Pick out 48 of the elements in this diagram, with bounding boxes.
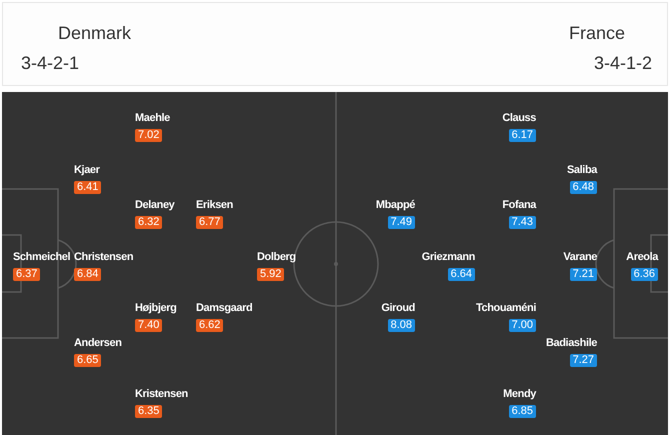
rating-badge: 6.62 bbox=[196, 319, 224, 332]
rating-badge: 5.92 bbox=[257, 268, 284, 281]
player-name: Dolberg bbox=[257, 250, 296, 264]
rating-badge: 6.48 bbox=[570, 181, 597, 194]
player-name: Mendy bbox=[503, 387, 536, 401]
player-name: Delaney bbox=[135, 198, 174, 212]
player-name: Tchouaméni bbox=[476, 301, 536, 315]
player-name: Saliba bbox=[566, 163, 597, 177]
rating-badge: 6.36 bbox=[630, 268, 658, 281]
player-name: Kjaer bbox=[74, 163, 100, 177]
rating-badge: 8.08 bbox=[388, 319, 415, 332]
rating-badge: 7.27 bbox=[570, 354, 597, 367]
team-name: France bbox=[568, 22, 625, 44]
player-name: Christensen bbox=[74, 250, 134, 264]
rating-badge: 6.85 bbox=[508, 405, 536, 418]
player-name: Areola bbox=[626, 250, 658, 264]
rating-badge: 6.37 bbox=[13, 268, 40, 281]
formation: 3-4-2-1 bbox=[21, 52, 80, 74]
rating-badge: 6.65 bbox=[74, 354, 102, 367]
rating-badge: 7.21 bbox=[570, 268, 597, 281]
rating-badge: 7.02 bbox=[135, 129, 162, 142]
player-name: Clauss bbox=[502, 111, 536, 125]
player-name: Damsgaard bbox=[196, 301, 252, 315]
player-name: Griezmann bbox=[422, 250, 475, 264]
player-name: Maehle bbox=[135, 111, 170, 125]
player-name: Fofana bbox=[502, 198, 536, 212]
player-name: Giroud bbox=[381, 301, 415, 315]
rating-badge: 7.43 bbox=[508, 216, 536, 229]
rating-badge: 6.77 bbox=[196, 216, 224, 229]
player-name: Kristensen bbox=[135, 387, 188, 401]
player-name: Andersen bbox=[74, 336, 122, 350]
rating-badge: 6.84 bbox=[74, 268, 102, 281]
player-name: Mbappé bbox=[376, 198, 415, 212]
rating-badge: 7.00 bbox=[508, 319, 536, 332]
formation: 3-4-1-2 bbox=[594, 52, 652, 74]
team-name: Denmark bbox=[58, 22, 132, 44]
player-name: Varane bbox=[563, 250, 597, 264]
rating-badge: 7.49 bbox=[388, 216, 415, 229]
player-name: Badiashile bbox=[546, 336, 597, 350]
player-name: Schmeichel bbox=[13, 250, 70, 264]
rating-badge: 6.41 bbox=[74, 181, 102, 194]
rating-badge: 6.64 bbox=[448, 268, 475, 281]
rating-badge: 7.40 bbox=[135, 319, 162, 332]
player-name: Højbjerg bbox=[135, 301, 176, 315]
rating-badge: 6.17 bbox=[508, 129, 536, 142]
rating-badge: 6.32 bbox=[135, 216, 162, 229]
rating-badge: 6.35 bbox=[135, 405, 162, 418]
player-name: Eriksen bbox=[196, 198, 233, 212]
